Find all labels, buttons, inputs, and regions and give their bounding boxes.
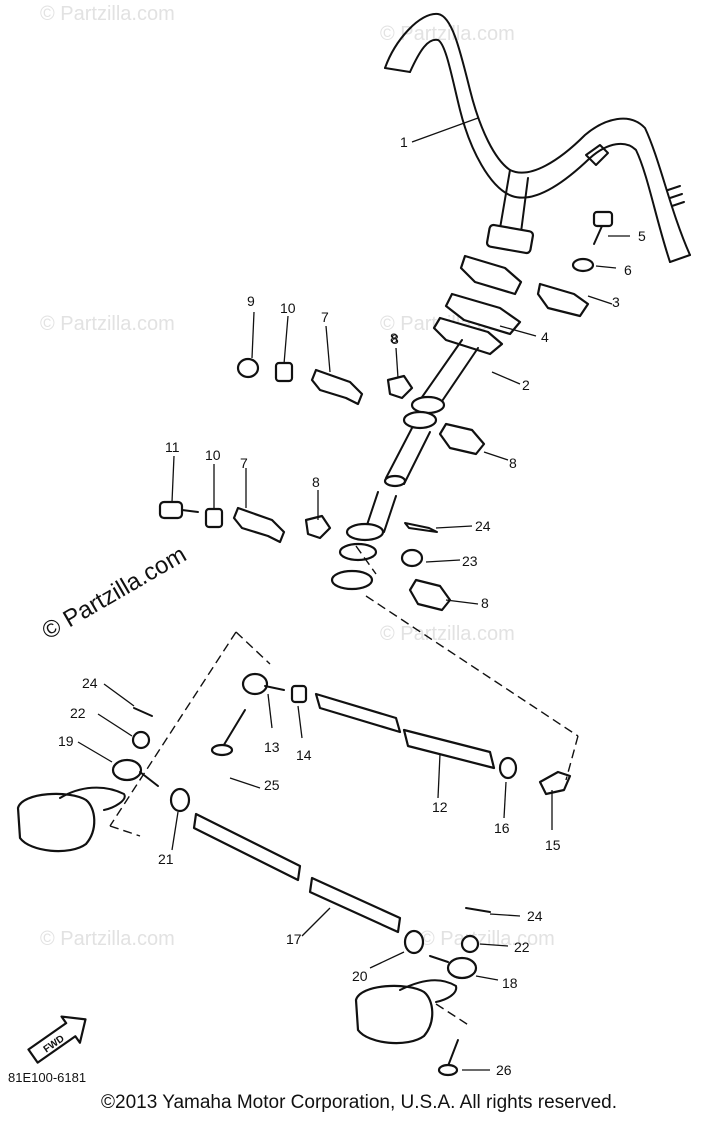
watermark: © Partzilla.com [40,3,175,25]
callout-label: 8 [509,455,517,471]
callout-label: 11 [165,439,180,455]
callout-label: 10 [205,447,221,463]
handlebar [384,12,691,263]
steering-column [330,339,479,591]
watermark: © Partzilla.com [40,313,175,335]
callout-label: 24 [475,518,491,534]
callout-label: 8 [312,474,320,490]
callout-label: 4 [541,329,549,345]
callout-label: 7 [240,455,248,471]
callout-label: 25 [264,777,280,793]
callout-label: 19 [58,733,74,749]
partzilla-watermark: © Partzilla.com [38,541,192,645]
callout-label: 18 [502,975,518,991]
fwd-arrow-icon: FWD [27,1015,87,1064]
callout-label: 8 [391,331,399,347]
callout-label: 1 [400,134,408,150]
callout-labels: 1 2 3 4 5 6 7 8 8 8 9 10 11 10 7 8 8 24 … [58,134,646,1078]
alignment-lines [109,545,579,1027]
upper-clamp-parts [432,210,614,356]
callout-label: 20 [352,968,368,984]
callout-label: 23 [462,553,478,569]
bushing-parts [158,357,486,612]
watermark: © Partzilla.com [380,23,515,45]
callout-label: 14 [296,747,312,763]
watermark-layer: © Partzilla.com © Partzilla.com © Partzi… [40,3,555,950]
knuckle-arms [16,786,458,1045]
callout-label: 12 [432,799,448,815]
copyright-notice: ©2013 Yamaha Motor Corporation, U.S.A. A… [101,1092,617,1113]
callout-label: 10 [280,300,296,316]
callout-label: 22 [70,705,86,721]
callout-label: 2 [522,377,530,393]
diagram-code: 81E100-6181 [8,1070,86,1085]
callout-label: 15 [545,837,561,853]
callout-label: 17 [286,931,302,947]
callout-label: 13 [264,739,280,755]
callout-label: 8 [390,330,398,346]
callout-label: 3 [612,294,620,310]
callout-label: 7 [321,309,329,325]
callout-label: 6 [624,262,632,278]
callout-label: 5 [638,228,646,244]
watermark: © Partzilla.com [40,928,175,950]
watermark: © Partzilla.com [420,928,555,950]
watermark: © Partzilla.com [380,623,515,645]
callout-label: 9 [247,293,255,309]
callout-label: 22 [514,939,530,955]
callout-label: 24 [527,908,543,924]
callout-label: 8 [481,595,489,611]
callout-label: 26 [496,1062,512,1078]
tie-rod-assembly [111,672,572,1077]
callout-label: 24 [82,675,98,691]
callout-label: 16 [494,820,510,836]
leader-lines [77,117,630,1071]
callout-label: 21 [158,851,174,867]
